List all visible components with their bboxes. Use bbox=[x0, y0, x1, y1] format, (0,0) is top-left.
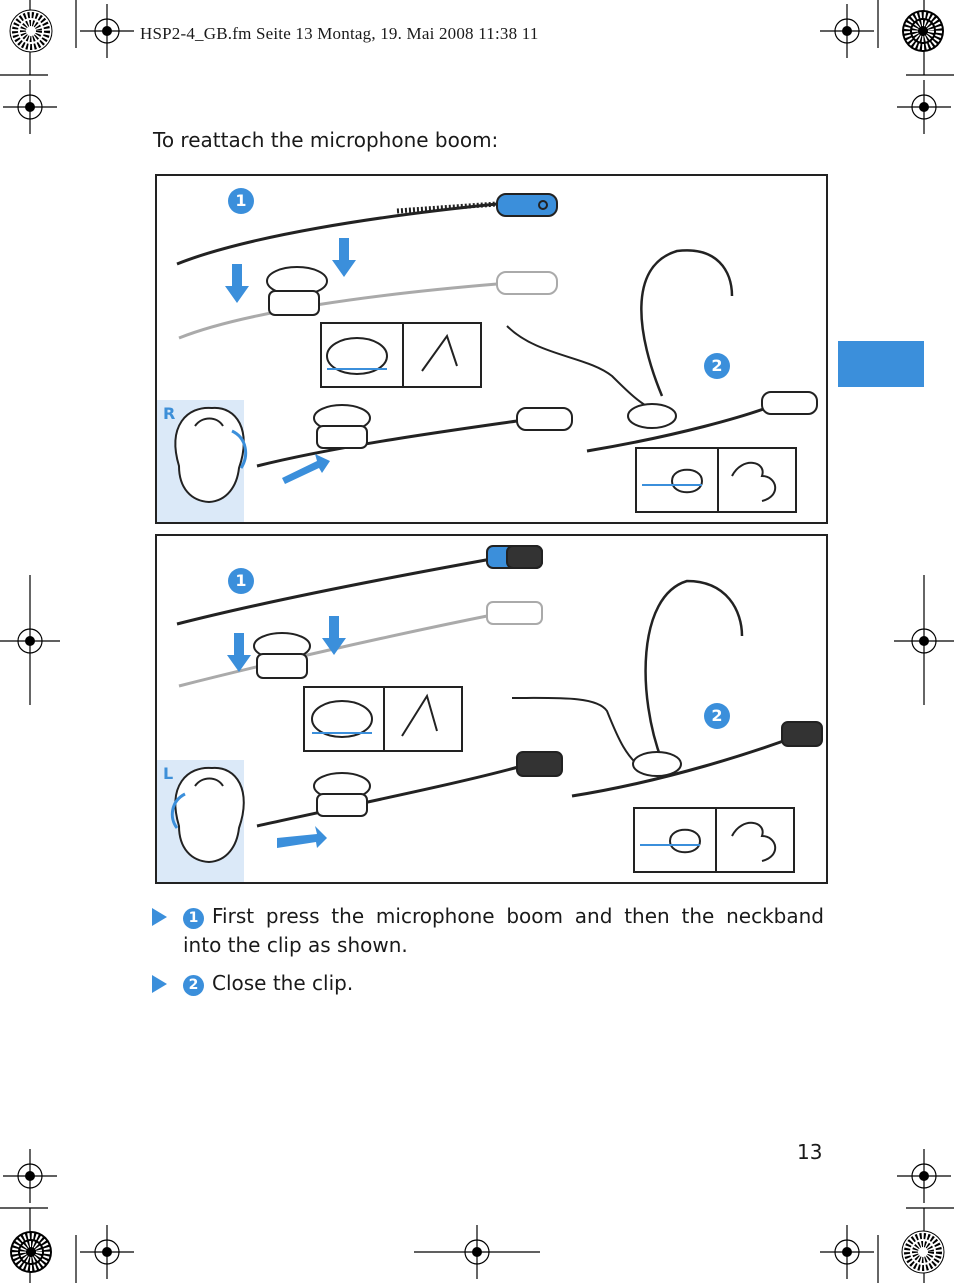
side-label: R bbox=[163, 404, 176, 423]
intro-heading: To reattach the microphone boom: bbox=[153, 128, 499, 152]
step-badge-1: 1 bbox=[228, 188, 254, 214]
figure-left-side: L bbox=[155, 534, 828, 884]
step-badge-1: 1 bbox=[228, 568, 254, 594]
step-badge-2: 2 bbox=[704, 703, 730, 729]
bullet-arrow-icon bbox=[152, 975, 167, 993]
bullet-arrow-icon bbox=[152, 908, 167, 926]
step-number-badge: 1 bbox=[183, 908, 204, 929]
page-number: 13 bbox=[797, 1140, 823, 1164]
figure-right-side: R bbox=[155, 174, 828, 524]
step-number-badge: 2 bbox=[183, 975, 204, 996]
step-text: First press the microphone boom and then… bbox=[183, 904, 824, 957]
side-label: L bbox=[163, 764, 174, 783]
right-illustration bbox=[174, 193, 818, 513]
left-illustration bbox=[170, 545, 823, 873]
step-badge-2: 2 bbox=[704, 353, 730, 379]
print-header: HSP2-4_GB.fm Seite 13 Montag, 19. Mai 20… bbox=[140, 24, 539, 43]
instruction-step-2: 2 Close the clip. bbox=[152, 969, 824, 998]
step-text: Close the clip. bbox=[212, 971, 354, 995]
chapter-tab-marker bbox=[838, 341, 924, 387]
